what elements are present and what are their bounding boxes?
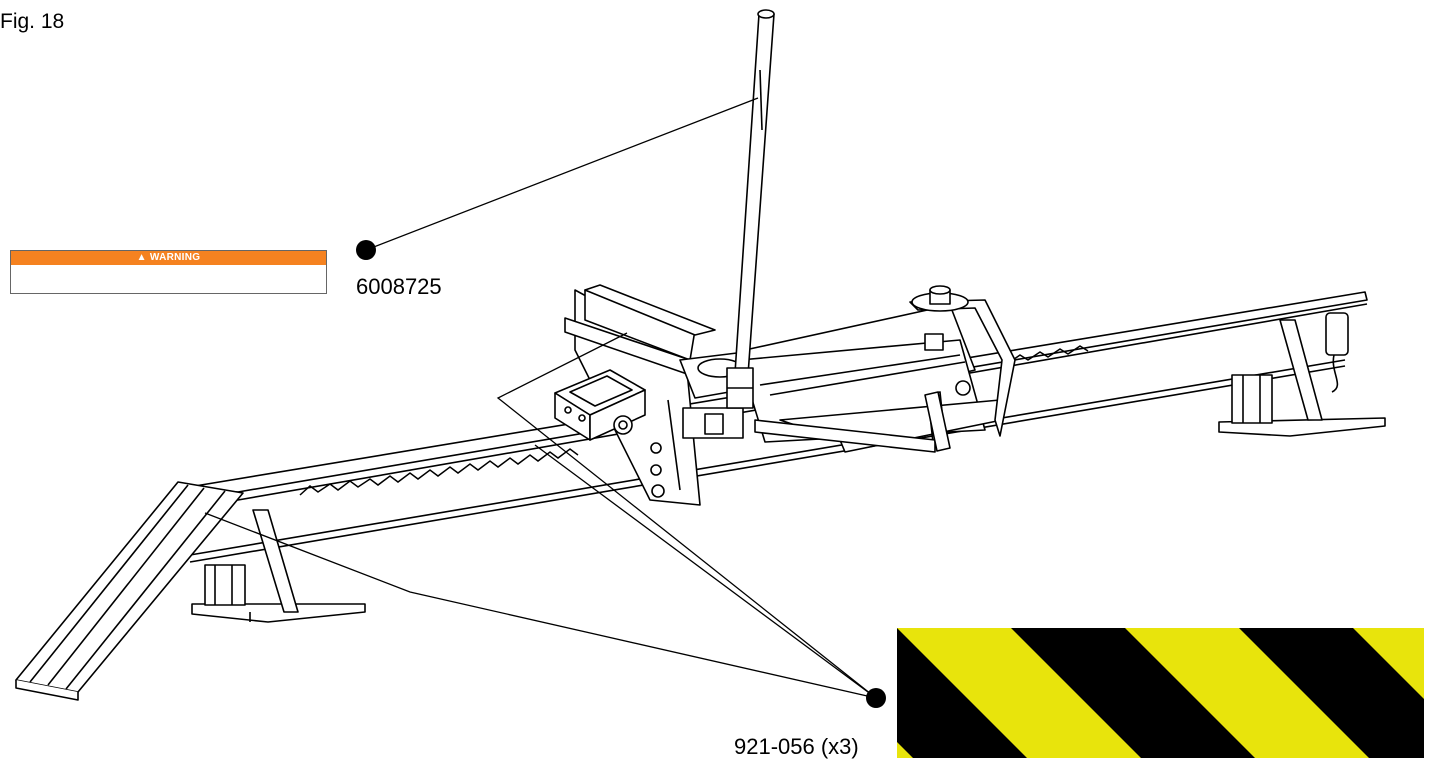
leader-lines — [204, 97, 877, 699]
figure-label: Fig. 18 — [0, 10, 65, 33]
part-number-label: 6008725 — [356, 274, 442, 299]
hazard-stripe-decal — [897, 628, 1424, 758]
loading-ramp — [15, 481, 244, 701]
left-support-leg — [191, 509, 366, 623]
callout-dot — [356, 240, 376, 260]
warning-header: ▲ WARNING — [11, 251, 326, 265]
right-support-leg — [1218, 312, 1386, 437]
control-box — [554, 369, 646, 441]
handle-bar — [726, 9, 775, 409]
part-number-label: 921-056 (x3) — [734, 734, 859, 759]
callout-dot — [866, 688, 886, 708]
warning-decal: ▲ WARNING — [10, 250, 327, 294]
side-arm — [754, 391, 951, 453]
